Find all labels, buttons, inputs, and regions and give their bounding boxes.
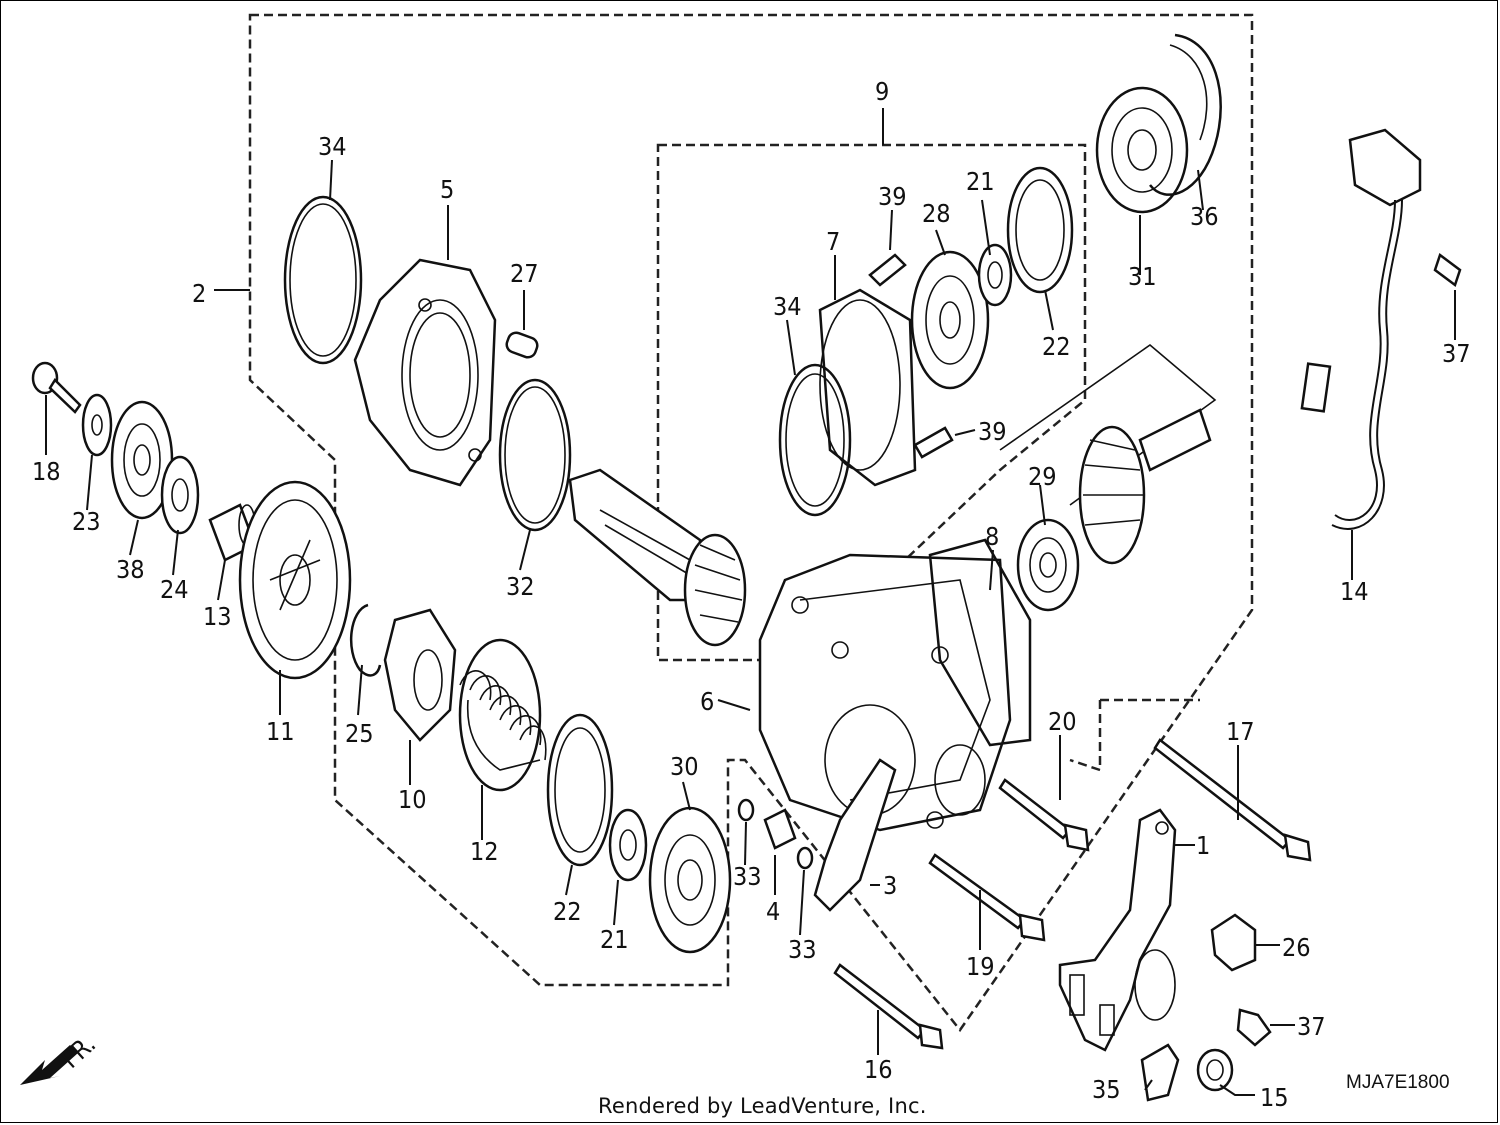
callout-10: 10 [398,785,427,814]
callout-17: 17 [1226,717,1255,746]
callout-11: 11 [266,717,295,746]
washer-33-lower-drawing [796,846,814,870]
washer-23-drawing [81,393,113,457]
callout-12: 12 [470,837,499,866]
collar-4-drawing [763,808,797,850]
bolt-18-drawing [31,361,82,414]
callout-3: 3 [883,871,897,900]
gear-11-drawing [238,480,352,680]
drawing-code: MJA7E1800 [1346,1072,1450,1093]
bearing-31-drawing [1095,86,1189,214]
bearing-38-drawing [110,400,174,520]
callout-38: 38 [116,555,145,584]
callout-31: 31 [1128,262,1157,291]
callout-39-lower: 39 [978,417,1007,446]
case-cover-5-drawing [353,258,497,487]
assembly-outline-9 [656,143,1087,662]
callout-39-upper: 39 [878,182,907,211]
shift-arm-3-drawing [813,758,897,912]
callout-15: 15 [1260,1083,1289,1112]
gear-case-housing-drawing [758,553,1012,832]
callout-32: 32 [506,572,535,601]
pinion-shaft-drawing [568,468,747,647]
bearing-28-drawing [910,250,990,390]
callout-22-upper: 22 [1042,332,1071,361]
callout-25: 25 [345,719,374,748]
callout-18: 18 [32,457,61,486]
callout-37-lower: 37 [1297,1012,1326,1041]
callout-24: 24 [160,575,189,604]
callout-21-upper: 21 [966,167,995,196]
callout-26: 26 [1282,933,1311,962]
callout-16: 16 [864,1055,893,1084]
o-ring-34-inner-drawing [778,363,852,517]
callout-21-lower: 21 [600,925,629,954]
bolt-17-drawing [1153,738,1312,862]
connector-35-drawing [1140,1043,1180,1102]
callout-37-upper: 37 [1442,339,1471,368]
callout-20: 20 [1048,707,1077,736]
bearing-holder-7-drawing [818,288,917,487]
bolt-16-drawing [833,963,944,1050]
bolt-37-lower-drawing [1236,1008,1272,1047]
callout-30: 30 [670,752,699,781]
front-direction-arrow-icon: FR. [20,1029,101,1085]
callout-1: 1 [1196,831,1210,860]
callout-9: 9 [875,77,889,106]
lock-ring-22-lower-drawing [546,713,614,867]
gasket-8-drawing [928,538,1032,747]
bolt-39-upper-drawing [868,253,907,287]
clip-26-drawing [1210,913,1257,972]
callout-29: 29 [1028,462,1057,491]
callout-35: 35 [1092,1075,1121,1104]
callout-23: 23 [72,507,101,536]
o-ring-32-drawing [498,378,572,532]
callout-36: 36 [1190,202,1219,231]
callout-labels: 1 2 3 4 5 6 7 8 9 10 11 12 13 14 15 16 1… [32,77,1471,1112]
bolt-20-drawing [998,778,1090,852]
front-marker-label: FR. [56,1029,101,1074]
bolt-39-lower-drawing [913,426,954,459]
bearing-29-drawing [1016,518,1080,612]
callout-7: 7 [826,227,840,256]
callout-8: 8 [985,522,999,551]
callout-27: 27 [510,259,539,288]
callout-34-upper: 34 [318,132,347,161]
lock-ring-22-upper-drawing [1006,166,1074,294]
circlip-25-drawing [349,603,382,677]
leader-lines [45,108,1456,1096]
o-ring-34-drawing [283,195,363,365]
callout-5: 5 [440,175,454,204]
bracket-1-drawing [1058,808,1177,1052]
assembly-outline-3 [1069,698,1200,772]
callout-33-upper: 33 [733,862,762,891]
cam-10-drawing [383,608,457,742]
callout-13: 13 [203,602,232,631]
washer-33-upper-drawing [737,798,755,822]
spring-12-drawing [458,638,547,792]
callout-22-lower: 22 [553,897,582,926]
callout-34-lower: 34 [773,292,802,321]
bolt-19-drawing [928,853,1046,942]
callout-14: 14 [1340,577,1369,606]
render-credit: Rendered by LeadVenture, Inc. [598,1094,927,1118]
grommet-15-drawing [1196,1048,1234,1092]
callout-4: 4 [766,897,780,926]
nut-21-lower-drawing [608,808,648,882]
nut-21-upper-drawing [977,243,1013,307]
dowel-pin-27-drawing [505,331,539,359]
bearing-30-drawing [648,806,732,954]
callout-28: 28 [922,199,951,228]
ring-gear-drawing [999,343,1217,565]
callout-2: 2 [192,279,206,308]
callout-19: 19 [966,952,995,981]
collar-24-drawing [160,455,200,535]
bolt-37-upper-drawing [1433,252,1462,288]
callout-6: 6 [700,687,714,716]
circlip-36-drawing [1149,33,1222,196]
callout-33-lower: 33 [788,935,817,964]
sensor-harness-14-drawing [1300,128,1422,530]
